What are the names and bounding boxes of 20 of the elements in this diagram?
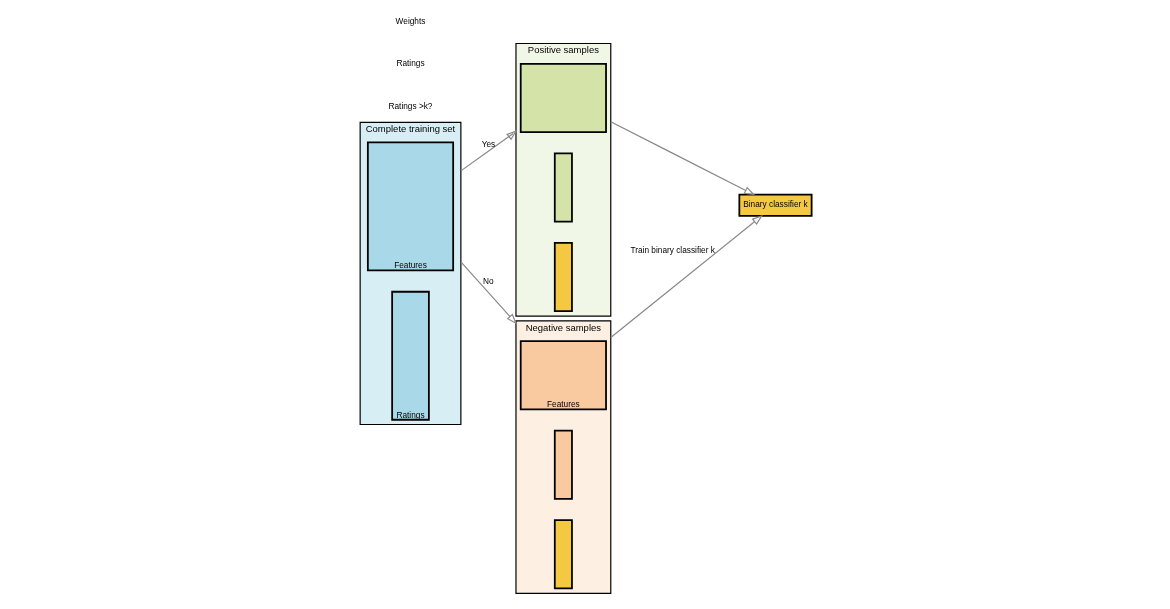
label: Ratings >k? [388, 101, 433, 112]
node-box [553, 152, 573, 223]
node-box [519, 63, 607, 133]
arrow [610, 214, 763, 339]
arrow [610, 121, 756, 196]
arrow [460, 261, 518, 325]
edge-label: No [483, 275, 494, 286]
arrow [460, 130, 518, 172]
node-box [553, 429, 573, 500]
node-box: Binary classifier k [738, 193, 813, 217]
cluster: Positive samples [515, 42, 612, 317]
edge-label: Yes [481, 139, 496, 150]
node-box [553, 519, 573, 590]
node-box [553, 242, 573, 312]
node-box: Ratings [391, 290, 430, 421]
label: Ratings [396, 58, 425, 69]
edge-label: Train binary classifier k [630, 245, 715, 256]
node-box: Features [366, 141, 455, 272]
node-box: Features [519, 340, 607, 411]
label: Weights [395, 15, 426, 26]
